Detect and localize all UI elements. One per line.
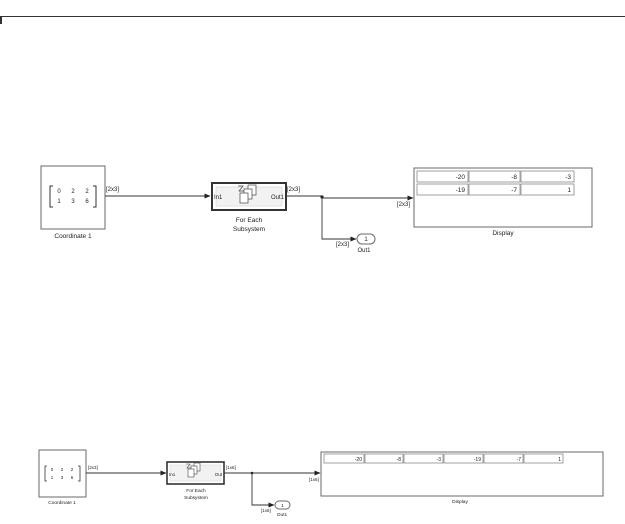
display-cell	[520, 183, 575, 196]
outport-number: 1	[364, 237, 368, 243]
signal-dimension-label: [2x3]	[336, 242, 349, 248]
display-cell	[468, 183, 521, 196]
display-value: 1	[558, 457, 561, 463]
diagram-1: 0 2 2 1 3 6 Coordinate 1 [2x3] In1 Out1 …	[40, 165, 593, 254]
matrix-cell: 6	[71, 475, 74, 480]
matrix-brackets	[44, 465, 81, 482]
for-each-subsystem-block[interactable]: In1 Out	[166, 461, 225, 485]
outport-block[interactable]: 1	[356, 233, 376, 245]
outport-block[interactable]: 1	[274, 500, 291, 510]
matrix-cell: 2	[61, 467, 64, 472]
signal-dimension-label: [2x3]	[88, 465, 98, 470]
display-block[interactable]: -20 -8 -3 -19 -7 1	[320, 451, 604, 497]
display-value: -20	[355, 457, 362, 463]
constant-label: Coordinate 1	[54, 233, 92, 240]
display-cell	[403, 453, 444, 464]
constant-label: Coordinate 1	[48, 500, 76, 506]
matrix-cell: 3	[61, 475, 64, 480]
subsystem-label-line1: For Each	[186, 488, 206, 494]
subsystem-label-line2: Subsystem	[184, 495, 208, 501]
signal-line-branch[interactable]	[251, 473, 275, 508]
display-block[interactable]: -20 -8 -3 -19 -7 1	[413, 167, 593, 228]
display-cell	[468, 170, 521, 183]
display-value: -20	[456, 174, 466, 181]
subsystem-label-line2: Subsystem	[233, 226, 265, 233]
outport-label: Out1	[357, 248, 371, 254]
constant-block[interactable]: 0 2 2 1 3 6	[40, 165, 106, 230]
matrix-cell: 6	[85, 199, 89, 205]
display-cell	[416, 183, 469, 196]
for-each-stack-icon	[238, 184, 257, 204]
display-cell	[323, 453, 365, 464]
matrix-cell: 0	[51, 467, 54, 472]
display-value: -19	[474, 457, 481, 463]
display-cell	[483, 453, 524, 464]
display-value: -8	[511, 174, 517, 181]
for-each-stack-icon	[186, 462, 201, 478]
matrix-cell: 2	[71, 189, 75, 195]
outport-number: 1	[281, 503, 284, 509]
display-value: -3	[437, 457, 442, 463]
matrix-cell: 1	[51, 475, 54, 480]
display-value: -8	[397, 457, 402, 463]
display-cell	[520, 170, 575, 183]
window-left-edge	[0, 17, 2, 24]
display-value: 1	[567, 187, 571, 194]
subsystem-port-in: In1	[169, 472, 176, 477]
subsystem-port-out: Out	[215, 472, 223, 477]
signal-dimension-label: [2x3]	[106, 187, 119, 193]
diagram-2: 0 2 2 1 3 6 Coordinate 1 [2x3] In1 Out F…	[38, 449, 604, 518]
signal-dimension-label: [1x6]	[261, 508, 271, 513]
display-value: -19	[456, 187, 466, 194]
signal-line-output[interactable]	[286, 195, 414, 201]
matrix-cell: 1	[57, 199, 61, 205]
display-value: -7	[511, 187, 517, 194]
display-value: -7	[517, 457, 522, 463]
subsystem-port-out: Out1	[271, 195, 285, 201]
matrix-brackets	[49, 185, 97, 208]
constant-block[interactable]: 0 2 2 1 3 6	[38, 449, 87, 498]
for-each-subsystem-block[interactable]: In1 Out1	[211, 182, 287, 211]
display-label: Display	[452, 499, 468, 505]
matrix-cell: 0	[57, 189, 61, 195]
signal-dimension-label: [2x3]	[287, 187, 300, 193]
display-cell	[416, 170, 469, 183]
signal-dimension-label: [1x6]	[226, 465, 236, 470]
matrix-cell: 3	[71, 199, 75, 205]
outport-label: Out1	[277, 512, 288, 518]
display-value: -3	[565, 174, 571, 181]
display-cell	[523, 453, 564, 464]
signal-line-branch[interactable]	[321, 197, 357, 242]
matrix-cell: 2	[71, 467, 74, 472]
signal-dimension-label: [2x3]	[397, 202, 410, 208]
subsystem-label-line1: For Each	[236, 217, 263, 224]
display-label: Display	[492, 230, 514, 237]
matrix-cell: 2	[85, 189, 89, 195]
display-cell	[364, 453, 404, 464]
display-cell	[443, 453, 484, 464]
subsystem-port-in: In1	[214, 195, 223, 201]
signal-dimension-label: [1x6]	[309, 477, 319, 482]
